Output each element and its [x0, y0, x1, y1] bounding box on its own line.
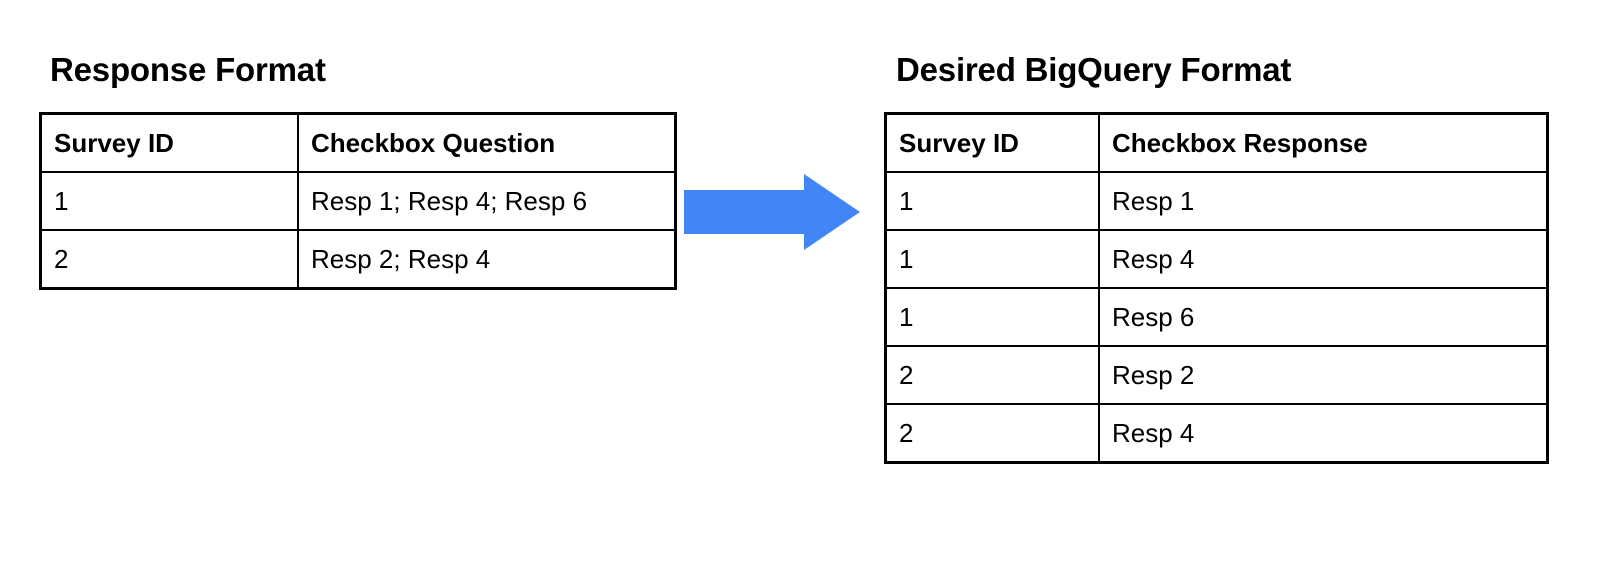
right-arrow-icon [684, 174, 860, 250]
transformation-arrow [684, 174, 860, 250]
table-row: 2 Resp 2 [884, 345, 1549, 405]
cell-survey-id: 1 [884, 229, 1100, 289]
bigquery-format-table: Survey ID Checkbox Response 1 Resp 1 1 R… [884, 112, 1549, 464]
response-format-title: Response Format [50, 51, 326, 88]
table-header-row: Survey ID Checkbox Response [884, 112, 1549, 173]
table-row: 1 Resp 4 [884, 229, 1549, 289]
table-row: 1 Resp 1 [884, 171, 1549, 231]
cell-checkbox-response: Resp 6 [1098, 287, 1549, 347]
table-header-row: Survey ID Checkbox Question [39, 112, 677, 173]
column-header-survey-id: Survey ID [884, 112, 1100, 173]
bigquery-format-title: Desired BigQuery Format [896, 51, 1292, 88]
cell-survey-id: 2 [884, 403, 1100, 464]
column-header-survey-id: Survey ID [39, 112, 299, 173]
column-header-checkbox-response: Checkbox Response [1098, 112, 1549, 173]
cell-survey-id: 1 [884, 171, 1100, 231]
column-header-checkbox-question: Checkbox Question [297, 112, 677, 173]
cell-checkbox-response: Resp 4 [1098, 229, 1549, 289]
response-format-table: Survey ID Checkbox Question 1 Resp 1; Re… [39, 112, 677, 290]
cell-checkbox-question: Resp 1; Resp 4; Resp 6 [297, 171, 677, 231]
cell-checkbox-question: Resp 2; Resp 4 [297, 229, 677, 290]
table-row: 1 Resp 1; Resp 4; Resp 6 [39, 171, 677, 231]
cell-survey-id: 1 [39, 171, 299, 231]
cell-checkbox-response: Resp 4 [1098, 403, 1549, 464]
cell-survey-id: 2 [884, 345, 1100, 405]
cell-survey-id: 1 [884, 287, 1100, 347]
table-row: 2 Resp 2; Resp 4 [39, 229, 677, 290]
cell-checkbox-response: Resp 2 [1098, 345, 1549, 405]
cell-checkbox-response: Resp 1 [1098, 171, 1549, 231]
cell-survey-id: 2 [39, 229, 299, 290]
table-row: 1 Resp 6 [884, 287, 1549, 347]
table-row: 2 Resp 4 [884, 403, 1549, 464]
